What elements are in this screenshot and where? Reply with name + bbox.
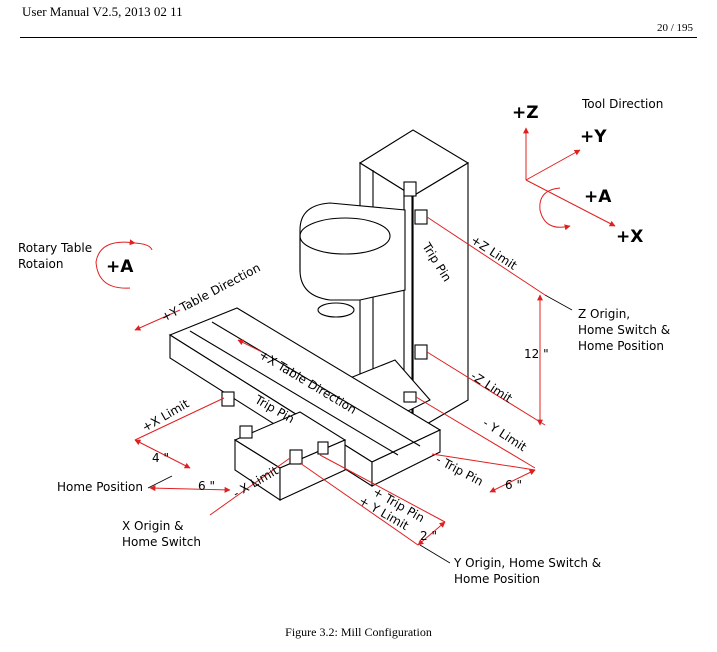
x-origin-label-1: X Origin & [122, 519, 183, 533]
trip-pin-y-minus-label: - Trip Pin [434, 452, 486, 488]
dim-4-label: 4 " [152, 451, 169, 465]
axis-a-label: +A [584, 187, 612, 207]
axis-z-label: +Z [512, 103, 539, 123]
y-limit-minus-label: - Y Limit [480, 416, 529, 455]
z-origin-label-3: Home Position [578, 339, 664, 353]
mill-drawing [168, 129, 470, 502]
figure-caption: Figure 3.2: Mill Configuration [285, 625, 432, 639]
y-origin-label-2: Home Position [454, 572, 540, 586]
callout-leaders [147, 294, 573, 564]
rotary-label-line2: Rotaion [18, 257, 63, 271]
x-origin-label-2: Home Switch [122, 535, 201, 549]
rotary-label-line1: Rotary Table [18, 241, 92, 255]
z-limit-plus-label: +Z Limit [468, 233, 519, 273]
y-origin-label-1: Y Origin, Home Switch & [453, 556, 601, 570]
z-origin-label-1: Z Origin, [578, 307, 630, 321]
dim-6-left-label: 6 " [198, 479, 215, 493]
home-position-label: Home Position [57, 480, 143, 494]
axis-y-label: +Y [580, 127, 607, 147]
tool-direction-label: Tool Direction [581, 97, 663, 111]
document-title: User Manual V2.5, 2013 02 11 [22, 4, 183, 19]
rotary-a-label: +A [106, 257, 134, 277]
axis-x-label: +X [616, 227, 643, 247]
dim-12-label: 12 " [524, 347, 549, 361]
z-limit-minus-label: -Z Limit [468, 369, 515, 406]
dim-2-label: 2 " [420, 529, 437, 543]
x-limit-plus-label: +X Limit [140, 396, 192, 434]
page-number: 20 / 195 [656, 22, 693, 34]
header-rule [20, 37, 697, 38]
limit-lines [95, 127, 616, 546]
dim-6-right-label: 6 " [505, 478, 522, 492]
z-origin-label-2: Home Switch & [578, 323, 670, 337]
